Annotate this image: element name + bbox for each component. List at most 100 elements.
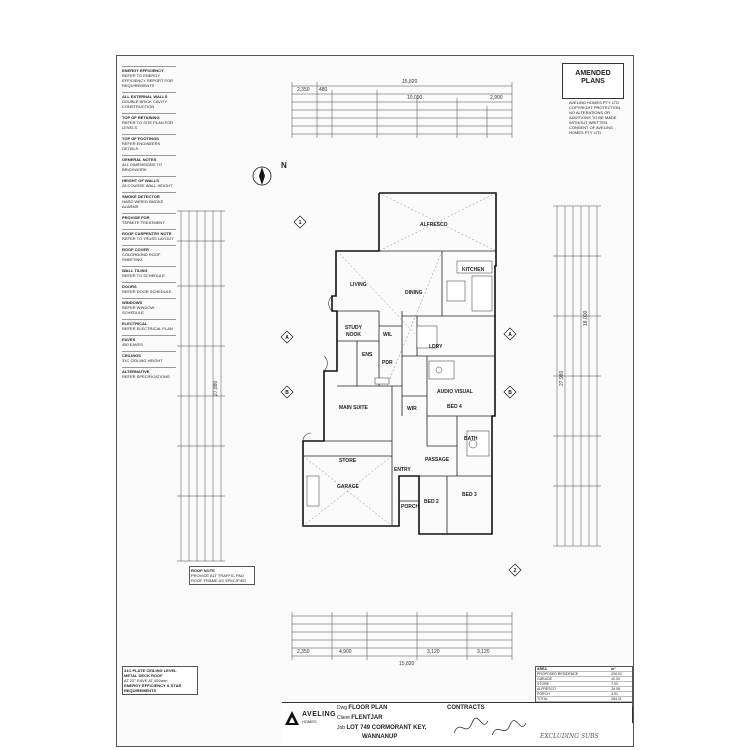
- room-label-wil: WIL: [383, 332, 392, 338]
- note-heading: WINDOWS: [122, 300, 143, 305]
- drawing-label: Dwg: [337, 705, 348, 711]
- signature-marks: [453, 717, 527, 736]
- area-name: GARAGE: [536, 676, 611, 682]
- note-text: REFER WINDOW SCHEDULE: [122, 305, 155, 315]
- room-label-audio-visual: AUDIO VISUAL: [437, 389, 473, 395]
- room-label-dining: DINING: [405, 290, 423, 296]
- note-text: REFER ELECTRICAL PLAN: [122, 326, 173, 331]
- note-text: HARD WIRED SMOKE ALARMS: [122, 199, 164, 209]
- dim-bottom-a: 2,350: [297, 649, 310, 655]
- plate-note-line1: 31C PLATE CEILING LEVEL: [124, 668, 177, 673]
- area-name: PORCH: [536, 691, 611, 697]
- marker-label-2: 2: [514, 568, 517, 574]
- note-heading: DOORS: [122, 284, 137, 289]
- room-label-pdr: PDR: [382, 360, 393, 366]
- note-heading: GENERAL NOTES: [122, 157, 157, 162]
- note-text: REFER TO SCHEDULE: [122, 273, 165, 278]
- dim-bottom-total: 15,820: [399, 661, 415, 667]
- room-label-garage: GARAGE: [337, 484, 360, 490]
- room-label-kitchen: KITCHEN: [462, 267, 485, 273]
- note-heading: ELECTRICAL: [122, 321, 148, 326]
- note-text: REFER DOOR SCHEDULE: [122, 289, 172, 294]
- marker-label-1: 1: [299, 220, 302, 226]
- note-text: REFER TO ENERGY EFFICIENCY REPORT FOR RE…: [122, 73, 173, 88]
- note-heading: ROOF COVER: [122, 247, 149, 252]
- company-subname: HOMES: [302, 719, 317, 724]
- note-heading: ALTERNATIVE: [122, 369, 150, 374]
- drawing-title: FLOOR PLAN: [348, 705, 388, 711]
- area-value: 40.00: [610, 676, 632, 682]
- dim-top-c: 10,090: [407, 95, 423, 101]
- note-heading: ALL EXTERNAL WALLS: [122, 94, 168, 99]
- handwritten-note: EXCLUDING SUBS: [540, 733, 599, 740]
- north-arrow-icon: [252, 166, 272, 186]
- note-heading: WALL TILING: [122, 268, 148, 273]
- room-label-living: LIVING: [350, 282, 367, 288]
- area-value: 4.91: [610, 691, 632, 697]
- note-heading: EAVES: [122, 337, 136, 342]
- section-marker-1-top: [293, 215, 307, 229]
- roof-note-heading: ROOF NOTE: [191, 568, 215, 573]
- area-name: STORE: [536, 681, 611, 687]
- section-marker-a-right: [503, 327, 517, 341]
- roof-note-text: PROVIDE ALT TRAFFIC PAD ROOF FRAME AS SP…: [191, 573, 247, 583]
- client-label: Client: [337, 715, 350, 721]
- room-label-study: STUDY: [345, 325, 363, 331]
- room-label-store: STORE: [339, 458, 357, 464]
- note-text: REFER SPECIFICATIONS: [122, 374, 170, 379]
- note-text: 28 COURSE WALL HEIGHT: [122, 183, 173, 188]
- note-heading: TOP OF FOOTINGS: [122, 136, 159, 141]
- dim-top-b: 480: [319, 87, 328, 93]
- dim-bottom-c: 3,120: [427, 649, 440, 655]
- room-label-bath: BATH: [464, 436, 478, 442]
- plate-note-line2: METAL DECK ROOF: [124, 673, 163, 678]
- note-text: 31C CEILING HEIGHT: [122, 358, 163, 363]
- area-value: m²: [610, 667, 632, 672]
- area-name: PROPOSED RESIDENCE: [536, 671, 611, 677]
- area-name: ALFRESCO: [536, 686, 611, 692]
- dim-top-a: 2,350: [297, 87, 310, 93]
- note-text: 450 EAVES: [122, 342, 143, 347]
- note-heading: ENERGY EFFICIENCY: [122, 68, 164, 73]
- client-name: FLENTJAR: [351, 715, 383, 721]
- room-label-bed2: BED 2: [424, 499, 439, 505]
- dim-top-d: 2,900: [490, 95, 503, 101]
- room-label-entry: ENTRY: [394, 467, 411, 473]
- room-label-bed3: BED 3: [462, 492, 477, 498]
- marker-label-b-left: B: [285, 390, 289, 396]
- company-logo: AVELING HOMES: [284, 707, 337, 737]
- area-value: 7.00: [610, 681, 632, 687]
- job-label: Job: [337, 725, 346, 731]
- job-suburb: WANNANUP: [362, 734, 398, 740]
- room-label-porch: PORCH: [401, 504, 419, 510]
- room-label-alfresco: ALFRESCO: [420, 222, 448, 228]
- note-heading: SMOKE DETECTOR: [122, 194, 160, 199]
- section-marker-b-left: [280, 385, 294, 399]
- room-label-passage: PASSAGE: [425, 457, 450, 463]
- roof-note-box: ROOF NOTE PROVIDE ALT TRAFFIC PAD ROOF F…: [189, 566, 255, 585]
- area-value: 26.08: [610, 686, 632, 692]
- amended-stamp-line1: AMENDED: [575, 70, 611, 77]
- company-name: AVELING: [302, 711, 337, 718]
- note-heading: HEIGHT OF WALLS: [122, 178, 159, 183]
- area-value: 206.02: [610, 671, 632, 677]
- dim-right-sub: 18,000: [583, 310, 589, 326]
- floor-plan-drawing: ALFRESCO KITCHEN DINING LIVING STUDY NOO…: [177, 79, 601, 667]
- plate-note-line4: ENERGY EFFICIENCY & STAR REQUIREMENTS: [124, 683, 182, 693]
